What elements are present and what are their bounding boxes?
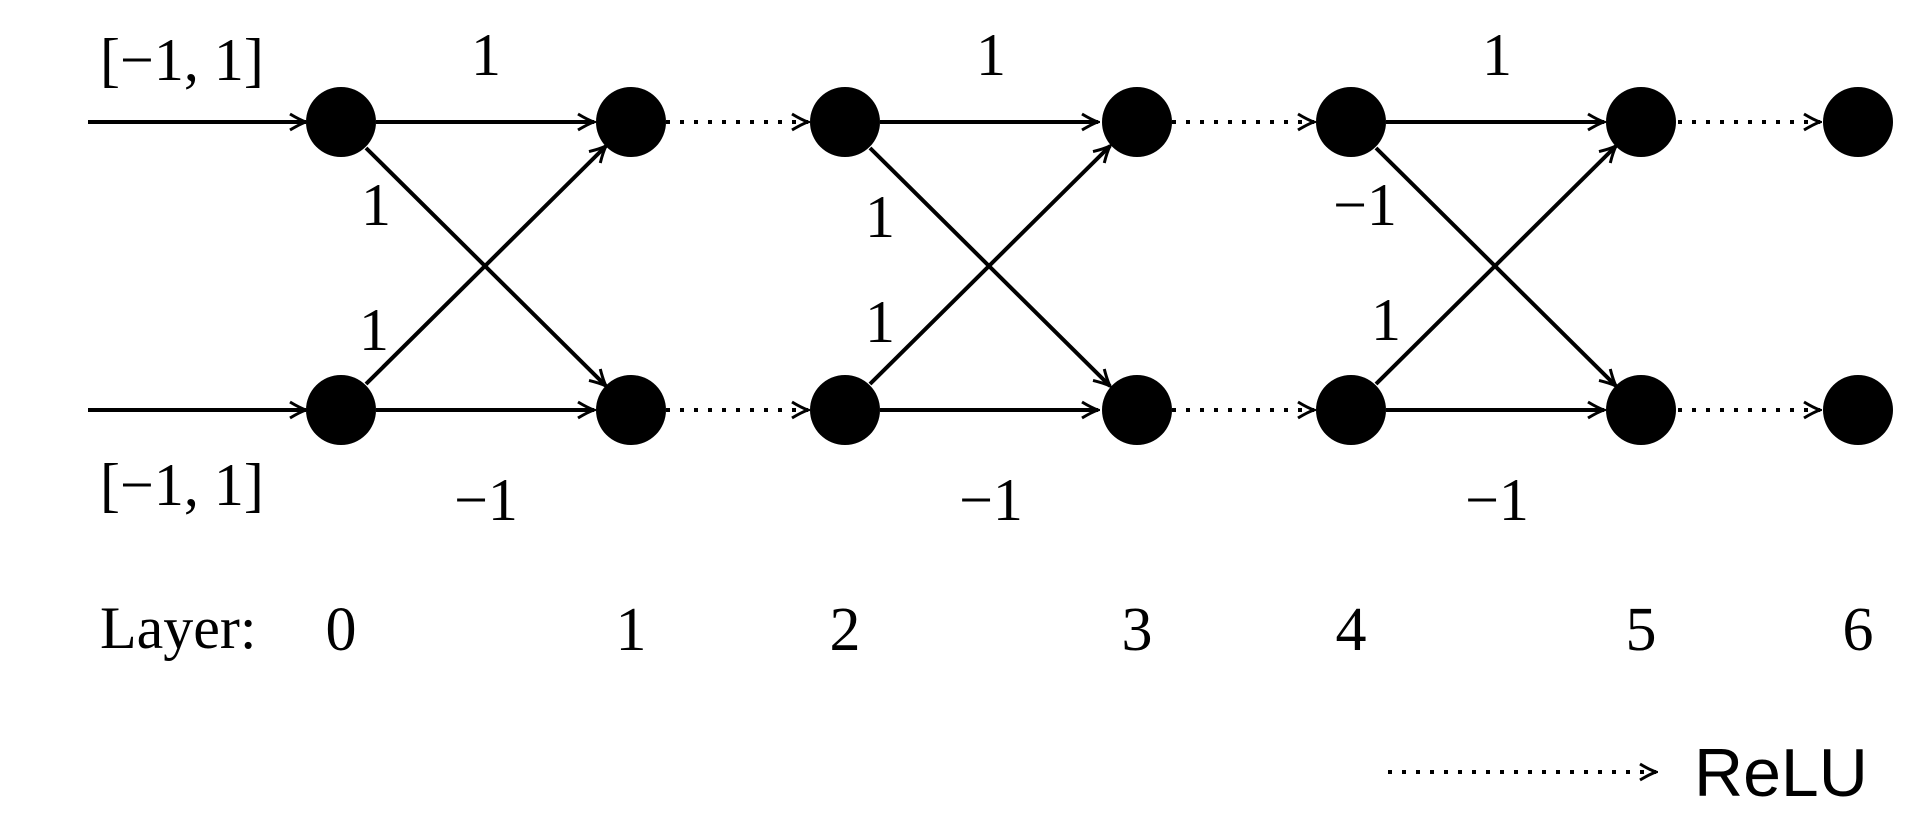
edge-cross-up [1374, 146, 1616, 386]
nodes [306, 87, 1893, 445]
weight-label: 1 [1371, 287, 1401, 353]
node-l1-top [596, 87, 666, 157]
linear-block-1 [364, 122, 606, 410]
input-range-bottom: [−1, 1] [100, 452, 264, 518]
node-l5-bottom [1606, 375, 1676, 445]
weight-label: −1 [1333, 172, 1397, 238]
relu-connections [666, 122, 1820, 410]
layer-row-label: Layer: [100, 595, 257, 661]
weight-label: 1 [976, 22, 1006, 88]
layer-number-6: 6 [1843, 596, 1874, 664]
weight-label: 1 [361, 172, 391, 238]
node-l0-top [306, 87, 376, 157]
node-l4-bottom [1316, 375, 1386, 445]
node-l6-top [1823, 87, 1893, 157]
layer-number-5: 5 [1626, 596, 1657, 664]
node-l5-top [1606, 87, 1676, 157]
weight-label: −1 [1465, 467, 1529, 533]
layer-number-4: 4 [1336, 596, 1367, 664]
node-l3-top [1102, 87, 1172, 157]
edge-cross-up [364, 146, 606, 386]
weight-label: 1 [865, 289, 895, 355]
layer-number-0: 0 [326, 596, 357, 664]
input-range-top: [−1, 1] [100, 27, 264, 93]
node-l6-bottom [1823, 375, 1893, 445]
edge-cross-up [868, 146, 1110, 386]
weight-label: −1 [959, 467, 1023, 533]
linear-block-3 [1374, 122, 1616, 410]
layer-number-1: 1 [616, 596, 647, 664]
weight-label: 1 [865, 184, 895, 250]
layer-number-3: 3 [1122, 596, 1153, 664]
legend: ReLU [1388, 735, 1868, 811]
weight-label: 1 [1482, 22, 1512, 88]
weight-label: 1 [359, 297, 389, 363]
node-l4-top [1316, 87, 1386, 157]
weight-label: 1 [471, 22, 501, 88]
node-l2-bottom [810, 375, 880, 445]
node-l2-top [810, 87, 880, 157]
legend-relu-label: ReLU [1694, 735, 1868, 811]
node-l3-bottom [1102, 375, 1172, 445]
node-l1-bottom [596, 375, 666, 445]
linear-block-2 [868, 122, 1110, 410]
node-l0-bottom [306, 375, 376, 445]
layer-number-2: 2 [830, 596, 861, 664]
weight-label: −1 [454, 467, 518, 533]
